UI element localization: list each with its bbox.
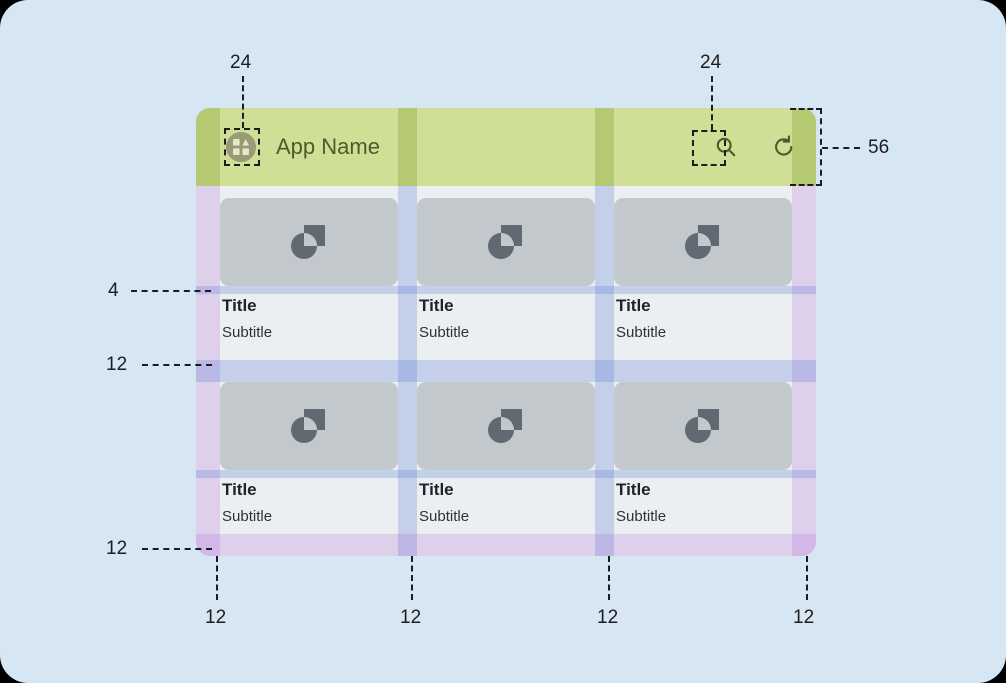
app-grid-icon[interactable] <box>226 132 256 162</box>
leader-row-gap <box>142 364 212 366</box>
appbar-height-leader <box>822 147 860 149</box>
annotation-icon-size-left: 24 <box>230 52 252 73</box>
annotation-gutter-2: 12 <box>597 607 619 628</box>
list-item[interactable]: Title Subtitle <box>417 198 595 343</box>
list-item-subtitle: Subtitle <box>222 324 273 341</box>
image-placeholder-icon <box>417 198 595 286</box>
list-item-subtitle: Subtitle <box>616 508 667 525</box>
list-item[interactable]: Title Subtitle <box>614 382 792 527</box>
annotation-gutter-1: 12 <box>400 607 422 628</box>
leader-thumb-title-gap <box>131 290 211 292</box>
image-placeholder-icon <box>220 198 398 286</box>
image-placeholder-icon <box>614 382 792 470</box>
gutter-overlay-2 <box>595 186 614 556</box>
list-item-subtitle: Subtitle <box>419 508 470 525</box>
bottom-margin-overlay <box>196 534 816 556</box>
icon-bounds-box-leading <box>224 128 260 166</box>
margin-overlay-left <box>196 186 220 556</box>
app-frame: App Name <box>196 108 816 556</box>
list-item-text: Title Subtitle <box>614 286 792 343</box>
list-item-subtitle: Subtitle <box>222 508 273 525</box>
leader-edge-margin-right <box>806 556 808 600</box>
app-bar-actions <box>714 108 796 186</box>
callout-line-icon-left <box>242 76 244 128</box>
leader-edge-margin-left <box>216 556 218 600</box>
list-item[interactable]: Title Subtitle <box>614 198 792 343</box>
gutter-overlay-1 <box>398 186 417 556</box>
leader-bottom-margin <box>142 548 212 550</box>
image-placeholder-icon <box>220 382 398 470</box>
list-item-text: Title Subtitle <box>220 286 398 343</box>
annotation-row-gap: 12 <box>106 354 128 375</box>
list-item-text: Title Subtitle <box>417 286 595 343</box>
image-placeholder-icon <box>417 382 595 470</box>
appbar-height-bracket <box>790 108 822 186</box>
list-item[interactable]: Title Subtitle <box>417 382 595 527</box>
list-item-title: Title <box>419 296 454 315</box>
annotation-icon-size-right: 24 <box>700 52 722 73</box>
list-item-text: Title Subtitle <box>220 470 398 527</box>
annotation-edge-margin-right: 12 <box>793 607 815 628</box>
row-gap-overlay <box>196 360 816 382</box>
app-bar-title: App Name <box>276 134 380 159</box>
margin-overlay-right <box>792 186 816 556</box>
list-item-title: Title <box>616 480 651 499</box>
list-item-title: Title <box>616 296 651 315</box>
icon-bounds-box-search <box>692 130 726 166</box>
annotation-bottom-margin: 12 <box>106 538 128 559</box>
image-placeholder-icon <box>614 198 792 286</box>
list-item[interactable]: Title Subtitle <box>220 382 398 527</box>
list-item-text: Title Subtitle <box>417 470 595 527</box>
annotation-edge-margin-left: 12 <box>205 607 227 628</box>
card-grid: Title Subtitle Title Subtitle <box>196 186 816 556</box>
list-item[interactable]: Title Subtitle <box>220 198 398 343</box>
annotation-appbar-height: 56 <box>868 137 890 158</box>
list-item-text: Title Subtitle <box>614 470 792 527</box>
list-item-subtitle: Subtitle <box>616 324 667 341</box>
list-item-title: Title <box>222 480 257 499</box>
callout-line-icon-right <box>711 76 713 130</box>
leader-gutter-2 <box>608 556 610 600</box>
list-item-subtitle: Subtitle <box>419 324 470 341</box>
refresh-icon[interactable] <box>772 135 796 159</box>
annotation-thumb-title-gap: 4 <box>108 280 119 301</box>
list-item-title: Title <box>222 296 257 315</box>
list-item-title: Title <box>419 480 454 499</box>
leader-gutter-1 <box>411 556 413 600</box>
